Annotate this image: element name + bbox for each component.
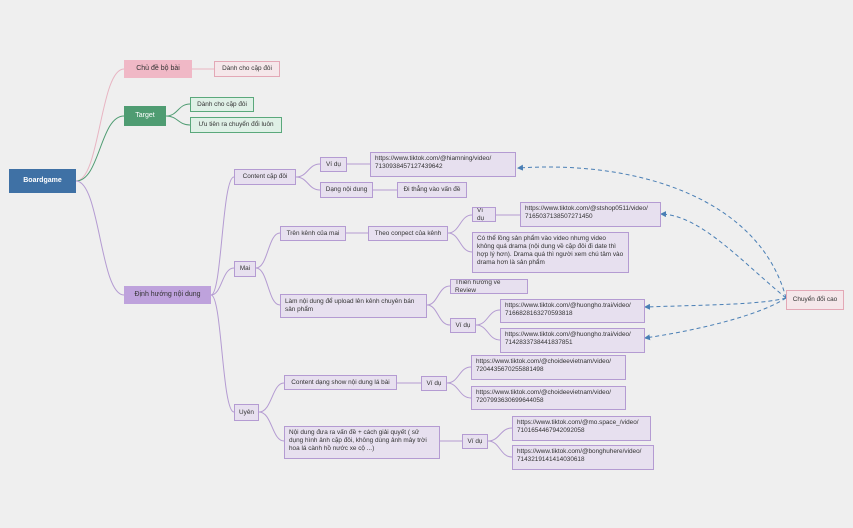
straight-to-point-node[interactable]: Đi thẳng vào vấn đề: [397, 182, 467, 198]
high-conversion-node[interactable]: Chuyển đổi cao: [786, 290, 844, 310]
tiktok-link[interactable]: https://www.tiktok.com/@huongho.trai/vid…: [500, 299, 645, 323]
tiktok-link[interactable]: https://www.tiktok.com/@huongho.trai/vid…: [500, 328, 645, 353]
tiktok-link[interactable]: https://www.tiktok.com/@mo.space_/video/…: [512, 416, 651, 441]
target-child-node-1[interactable]: Dành cho cặp đôi: [190, 97, 254, 112]
uyen-node[interactable]: Uyên: [234, 404, 259, 421]
content-format-node[interactable]: Dạng nội dung: [320, 182, 373, 198]
content-direction-node[interactable]: Định hướng nội dung: [124, 286, 211, 304]
topic-node[interactable]: Chủ đề bộ bài: [124, 60, 192, 78]
root-node[interactable]: Boardgame: [9, 169, 76, 193]
example-node[interactable]: Ví dụ: [421, 376, 447, 391]
channel-concept-node[interactable]: Theo conpect của kênh: [368, 226, 448, 241]
example-node[interactable]: Ví dụ: [462, 434, 488, 449]
review-node[interactable]: Thiên hướng về Review: [450, 279, 528, 294]
mai-channel-node[interactable]: Trên kênh của mai: [280, 226, 346, 241]
card-show-content-node[interactable]: Content dạng show nội dung lá bài: [284, 375, 397, 390]
mai-node[interactable]: Mai: [234, 261, 256, 277]
couple-content-node[interactable]: Content cặp đôi: [234, 169, 296, 185]
target-node[interactable]: Target: [124, 106, 166, 126]
example-node[interactable]: Ví dụ: [450, 318, 476, 333]
problem-solution-node[interactable]: Nội dung đưa ra vấn đề + cách giải quyết…: [284, 426, 440, 459]
mai-description-node[interactable]: Có thể lồng sản phẩm vào video nhưng vid…: [472, 232, 629, 273]
example-node[interactable]: Ví dụ: [472, 207, 496, 222]
tiktok-link[interactable]: https://www.tiktok.com/@bonghuhere/video…: [512, 445, 654, 470]
topic-child-node[interactable]: Dành cho cặp đôi: [214, 61, 280, 77]
tiktok-link[interactable]: https://www.tiktok.com/@choideevietnam/v…: [471, 355, 626, 380]
tiktok-link[interactable]: https://www.tiktok.com/@choideevietnam/v…: [471, 386, 626, 410]
target-child-node-2[interactable]: Ưu tiên ra chuyển đổi luôn: [190, 117, 282, 133]
example-node[interactable]: Ví dụ: [320, 157, 347, 172]
sales-channel-content-node[interactable]: Làm nội dung để upload lên kênh chuyên b…: [280, 294, 427, 318]
tiktok-link[interactable]: https://www.tiktok.com/@stshop0511/video…: [520, 202, 661, 227]
tiktok-link[interactable]: https://www.tiktok.com/@hiamning/video/ …: [370, 152, 516, 177]
